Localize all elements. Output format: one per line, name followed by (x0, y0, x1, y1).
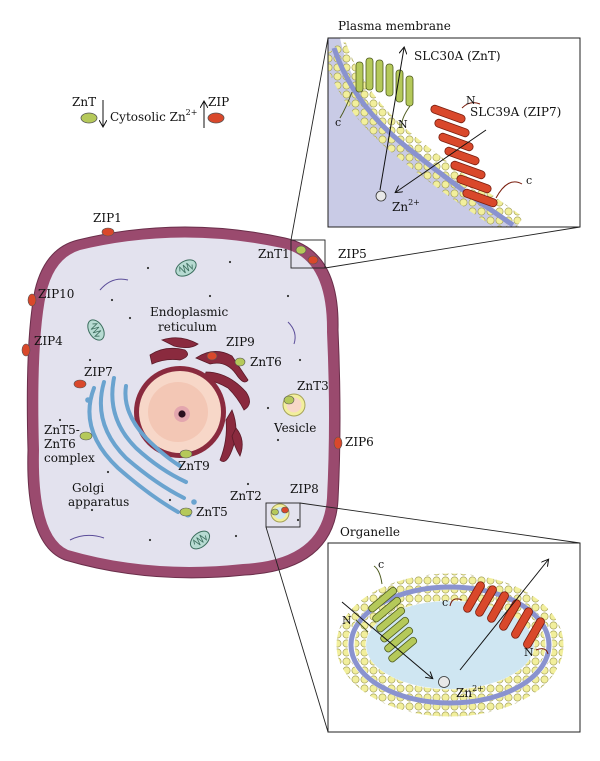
pm-zn-label: Zn (392, 200, 408, 214)
label-vesicle: Vesicle (273, 421, 316, 435)
label-zip4: ZIP4 (34, 334, 63, 348)
org-c-label-zip: c (442, 596, 448, 609)
zip5-marker (307, 255, 319, 265)
legend-cytosolic-label: Cytosolic Zn (110, 110, 186, 124)
cell: ZIP1 ZnT1 ZIP5 ZIP10 ZIP4 Endoplasmic re… (21, 211, 374, 579)
legend-zip-icon (207, 112, 225, 124)
pm-n-label-zip: N (466, 94, 476, 107)
cytoskeleton-fiber (99, 278, 129, 291)
label-zip5: ZIP5 (338, 247, 367, 261)
label-zip6: ZIP6 (345, 435, 374, 449)
pm-inner-leaflet (328, 50, 510, 227)
label-znt2: ZnT2 (230, 489, 262, 503)
legend-znt-icon (80, 112, 98, 124)
org-c-label-znt: c (378, 558, 384, 571)
pm-znt-efflux-arrow (379, 48, 404, 191)
cytoskeleton-fiber (287, 321, 296, 345)
svg-text:Zn2+: Zn2+ (456, 684, 484, 700)
zip9-marker (206, 351, 218, 361)
label-zip7: ZIP7 (84, 365, 113, 379)
label-znt9: ZnT9 (178, 459, 210, 473)
pm-zip-influx-arrow (396, 129, 487, 192)
org-core (348, 584, 552, 706)
org-znt-protein (368, 586, 418, 663)
org-inner-leaflet (354, 589, 546, 701)
label-golgi-line2: apparatus (68, 495, 129, 509)
mitochondrion (175, 259, 197, 277)
org-zip-arrow (459, 560, 548, 671)
zip4-marker (21, 343, 31, 357)
pm-n-label-znt: N (398, 118, 408, 131)
cytoskeleton-fiber (69, 534, 105, 541)
org-zn-label: Zn (456, 686, 472, 700)
label-znt5-znt6-line1: ZnT5- (44, 423, 80, 437)
zip7-marker (73, 379, 87, 389)
znt3-marker (283, 395, 295, 405)
cytoplasm-dots (58, 260, 302, 542)
org-zn-sup: 2+ (472, 684, 484, 693)
label-zip9: ZIP9 (226, 335, 255, 349)
zip10-marker (27, 293, 37, 307)
label-zip10: ZIP10 (38, 287, 74, 301)
label-er-line2: reticulum (158, 320, 218, 334)
label-golgi-line1: Golgi (72, 481, 104, 495)
legend-znt-label: ZnT (72, 95, 96, 109)
pm-slc39a-label: SLC39A (ZIP7) (470, 105, 561, 119)
org-inset-title: Organelle (340, 525, 400, 539)
znt2-marker (271, 508, 279, 516)
legend-cytosolic-sup: 2+ (186, 108, 198, 117)
nucleolus (178, 410, 186, 418)
znt9-marker (179, 449, 193, 459)
pm-zn-sup: 2+ (408, 198, 420, 207)
pm-c-label-zip: c (526, 174, 532, 187)
pm-c-label-znt: c (335, 116, 341, 129)
cell-labels: ZIP1 ZnT1 ZIP5 ZIP10 ZIP4 Endoplasmic re… (34, 211, 374, 519)
label-znt6: ZnT6 (250, 355, 282, 369)
org-znt-arrow (341, 601, 432, 678)
svg-text:Cytosolic Zn2+: Cytosolic Zn2+ (110, 108, 197, 124)
zip1-marker (101, 227, 115, 237)
golgi-apparatus (87, 376, 188, 514)
org-zoom-box (265, 502, 301, 528)
org-zip-protein (463, 581, 545, 649)
label-znt3: ZnT3 (297, 379, 329, 393)
label-znt1: ZnT1 (258, 247, 290, 261)
nucleus (134, 366, 226, 458)
svg-text:Zn2+: Zn2+ (392, 198, 420, 214)
plasma-membrane-inset: Plasma membrane (327, 19, 581, 228)
znt-protein (355, 57, 414, 107)
organelle-inset: Organelle c c (327, 525, 581, 733)
legend: ZnT Cytosolic Zn2+ ZIP (72, 95, 229, 128)
org-zinc-ion (438, 676, 450, 688)
zip8-marker (281, 506, 289, 514)
label-zip8: ZIP8 (290, 482, 319, 496)
label-znt5: ZnT5 (196, 505, 228, 519)
org-outer-leaflet (336, 573, 564, 717)
zoom-indicators (265, 37, 581, 733)
org-n-label-zip: N (524, 646, 534, 659)
mitochondrion (87, 319, 105, 341)
znt6-marker (234, 357, 246, 367)
pm-inset-title: Plasma membrane (338, 19, 451, 33)
znt1-marker (295, 245, 307, 255)
transporter-markers (21, 227, 343, 517)
org-n-label-znt: N (342, 614, 352, 627)
znt5-znt6-marker (79, 431, 93, 441)
label-znt5-znt6-line2: ZnT6 (44, 437, 76, 451)
znt5-marker (179, 507, 193, 517)
zip6-marker (333, 436, 343, 450)
zip-protein (430, 104, 498, 208)
pm-zinc-ion (375, 190, 387, 202)
pm-cytoplasm (328, 38, 520, 227)
mitochondrion (189, 530, 211, 550)
label-zip1: ZIP1 (93, 211, 122, 225)
pm-slc30a-label: SLC30A (ZnT) (414, 49, 501, 63)
label-znt5-znt6-line3: complex (44, 451, 95, 465)
pm-zoom-box (290, 239, 326, 269)
label-er-line1: Endoplasmic (150, 305, 228, 319)
legend-zip-label: ZIP (208, 95, 229, 109)
